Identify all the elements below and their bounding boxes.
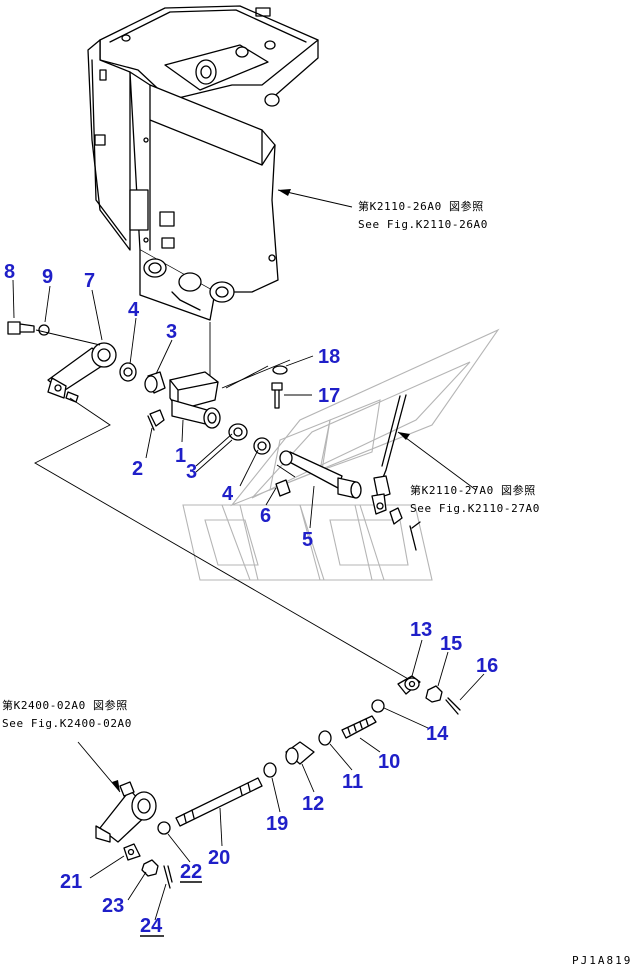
cotter-pin-24	[163, 865, 173, 889]
stud-10	[341, 715, 377, 739]
bushing-3-upper	[144, 371, 166, 394]
washer-9	[38, 324, 50, 336]
callout-1: 1	[175, 445, 186, 467]
watermark-logo	[182, 328, 500, 581]
callout-19: 19	[266, 813, 288, 835]
clevis-21	[123, 843, 141, 861]
callout-6: 6	[260, 505, 271, 527]
sleeve-12	[285, 741, 315, 765]
bolt-8	[7, 321, 35, 335]
nut-14	[371, 699, 385, 713]
nut-11	[318, 730, 332, 746]
rod-end-13	[397, 675, 421, 695]
reference-en-k2110-27a0: See Fig.K2110-27A0	[410, 502, 540, 515]
callout-13: 13	[410, 619, 432, 641]
bushing-4-upper	[119, 362, 137, 382]
callout-2: 2	[132, 458, 143, 480]
callout-3-lower: 3	[186, 461, 197, 483]
callout-11: 11	[342, 771, 363, 793]
nut-19	[263, 762, 277, 778]
reference-jp-k2110-27a0: 第K2110-27A0 図参照	[410, 483, 536, 497]
callout-5: 5	[302, 529, 313, 551]
callout-20: 20	[208, 847, 230, 869]
callout-21: 21	[60, 871, 82, 893]
control-cable-upper	[371, 394, 421, 551]
callout-10: 10	[378, 751, 400, 773]
callout-22: 22	[180, 861, 202, 883]
callout-9: 9	[42, 266, 53, 288]
callout-8: 8	[4, 261, 15, 283]
reference-en-k2110-26a0: See Fig.K2110-26A0	[358, 218, 488, 231]
lever-lower	[95, 781, 157, 843]
drawing-code: PJ1A819	[572, 954, 632, 967]
shaft-5	[279, 450, 362, 499]
washer-22	[157, 821, 171, 835]
callout-14: 14	[426, 723, 449, 745]
bolt-17	[271, 382, 283, 409]
callout-18: 18	[318, 346, 340, 368]
callout-23: 23	[102, 895, 124, 917]
nut-15	[425, 685, 443, 703]
bracket-1	[169, 371, 221, 429]
callout-16: 16	[476, 655, 498, 677]
nut-23	[141, 859, 159, 877]
rod-20	[175, 777, 263, 827]
bushing-4-lower	[253, 437, 271, 455]
reference-jp-k2400-02a0: 第K2400-02A0 図参照	[2, 698, 128, 712]
control-housing	[87, 5, 319, 321]
callout-12: 12	[302, 793, 324, 815]
callout-leaders	[12, 279, 485, 921]
callout-4-lower: 4	[222, 483, 234, 505]
callout-3-upper: 3	[166, 321, 177, 343]
bushing-3-lower	[228, 423, 248, 441]
reference-en-k2400-02a0: See Fig.K2400-02A0	[2, 717, 132, 730]
cotter-pin-16	[445, 697, 461, 715]
callout-17: 17	[318, 385, 340, 407]
callout-15: 15	[440, 633, 462, 655]
callout-4-upper: 4	[128, 299, 140, 321]
callout-7: 7	[84, 270, 95, 292]
grease-fitting-2	[147, 409, 165, 431]
callout-numbers: 1 2 3 3 4 4 5 6 7 8 9 10 11 12 13 14 15 …	[4, 261, 498, 937]
lever-arm-7	[47, 342, 117, 403]
pin-6	[275, 479, 291, 497]
callout-underlines	[140, 881, 202, 937]
washer-18	[272, 365, 288, 375]
reference-jp-k2110-26a0: 第K2110-26A0 図参照	[358, 199, 484, 213]
callout-24: 24	[140, 915, 163, 937]
